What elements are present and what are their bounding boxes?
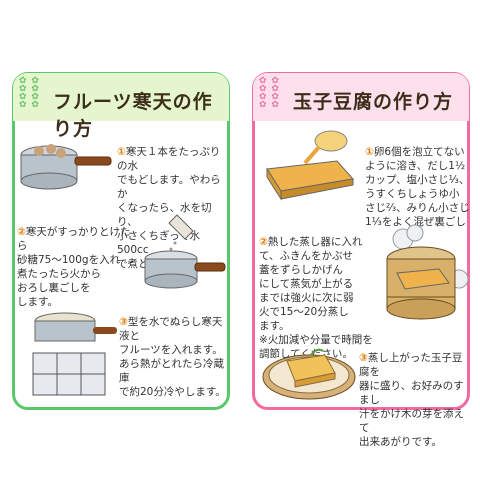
pattern-decoration-icon: ✿ ✿✿ ✿✿ ✿✿ ✿ [19, 76, 40, 110]
right-step-1: ①卵6個を泡立てない ように溶き、だし1½ カップ、塩小さじ⅓、 うすくちしょう… [365, 131, 471, 229]
pot-sugar-illustration [144, 214, 226, 289]
step-text: 蒸し上がった玉子豆腐を 器に盛り、お好みのすまし 汁をかけ木の芽を添えて 出来あ… [359, 352, 464, 448]
step-number: ③ [119, 316, 128, 328]
step-text: 寒天がすっかりとけたら 砂糖75〜100gを入れ 煮たったら火から おろし裏ごし… [17, 226, 131, 308]
pot-illustration [20, 144, 112, 190]
fruit-kanten-title: フルーツ寒天の作り方 [53, 91, 213, 140]
right-step-2: ②熱した蒸し器に入れ て、ふきんをかぶせ 蓋をずらしかげん にして蒸気が上がる … [259, 221, 379, 361]
left-step-2: ②寒天がすっかりとけたら 砂糖75〜100gを入れ 煮たったら火から おろし裏ご… [17, 211, 135, 309]
left-step-3: ③型を水でぬらし寒天液と フルーツを入れます。 あら熱がとれたら冷蔵庫 で約20… [119, 301, 231, 399]
mold-illustration [32, 312, 117, 396]
right-step-3: ③蒸し上がった玉子豆腐を 器に盛り、お好みのすまし 汁をかけ木の芽を添えて 出来… [359, 337, 471, 449]
steamer-illustration [386, 224, 469, 320]
step-number: ② [259, 236, 268, 248]
step-text: 型を水でぬらし寒天液と フルーツを入れます。 あら熱がとれたら冷蔵庫 で約20分… [119, 316, 226, 398]
tamago-tofu-title: 玉子豆腐の作り方 [293, 91, 454, 113]
fruit-kanten-panel: ✿ ✿✿ ✿✿ ✿✿ ✿ フルーツ寒天の作り方 ①寒天１本をたっぷりの水 でもど… [12, 72, 230, 410]
step-number: ① [117, 146, 126, 158]
egg-tray-illustration [266, 130, 354, 201]
step-number: ③ [359, 352, 368, 364]
step-text: 卵6個を泡立てない ように溶き、だし1½ カップ、塩小さじ⅓、 うすくちしょうゆ… [365, 146, 470, 228]
tofu-plate-illustration [262, 348, 356, 400]
step-number: ① [365, 146, 374, 158]
fruit-kanten-header: ✿ ✿✿ ✿✿ ✿✿ ✿ フルーツ寒天の作り方 [13, 73, 229, 140]
tamago-tofu-header: ✿ ✿✿ ✿✿ ✿✿ ✿ 玉子豆腐の作り方 [253, 73, 469, 121]
tamago-tofu-panel: ✿ ✿✿ ✿✿ ✿✿ ✿ 玉子豆腐の作り方 ①卵6個を泡立てない ように溶き、だ… [252, 72, 471, 448]
step-number: ② [17, 226, 26, 238]
step-text: 熱した蒸し器に入れ て、ふきんをかぶせ 蓋をずらしかげん にして蒸気が上がる ま… [259, 236, 373, 360]
pattern-decoration-icon: ✿ ✿✿ ✿✿ ✿✿ ✿ [259, 76, 280, 110]
